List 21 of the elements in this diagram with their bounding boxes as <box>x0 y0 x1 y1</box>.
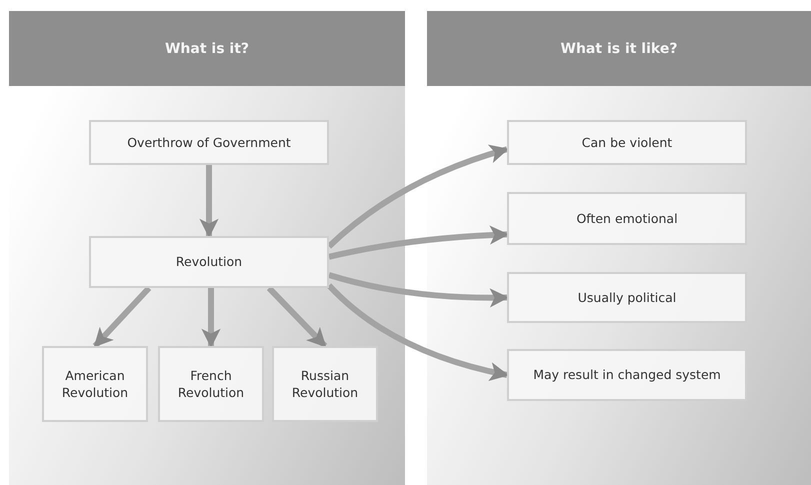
text-box: Can be violent <box>507 120 747 165</box>
panel-background <box>9 11 405 485</box>
panel-heading: What is it like? <box>427 11 811 86</box>
arrow <box>266 286 328 348</box>
text-box: American Revolution <box>42 346 148 422</box>
arrow <box>92 286 152 348</box>
arrow <box>199 165 219 238</box>
text-box: Often emotional <box>507 192 747 245</box>
arrow <box>328 272 509 308</box>
text-box: Revolution <box>89 236 329 288</box>
arrow <box>201 288 221 348</box>
arrow <box>326 283 509 381</box>
text-box: French Revolution <box>158 346 264 422</box>
panel-heading: What is it? <box>9 11 405 86</box>
text-box: May result in changed system <box>507 349 747 401</box>
arrow <box>326 144 509 249</box>
panel-background <box>427 11 811 485</box>
text-box: Russian Revolution <box>272 346 378 422</box>
text-box: Overthrow of Government <box>89 120 329 165</box>
text-box: Usually political <box>507 272 747 323</box>
arrow <box>328 226 509 260</box>
